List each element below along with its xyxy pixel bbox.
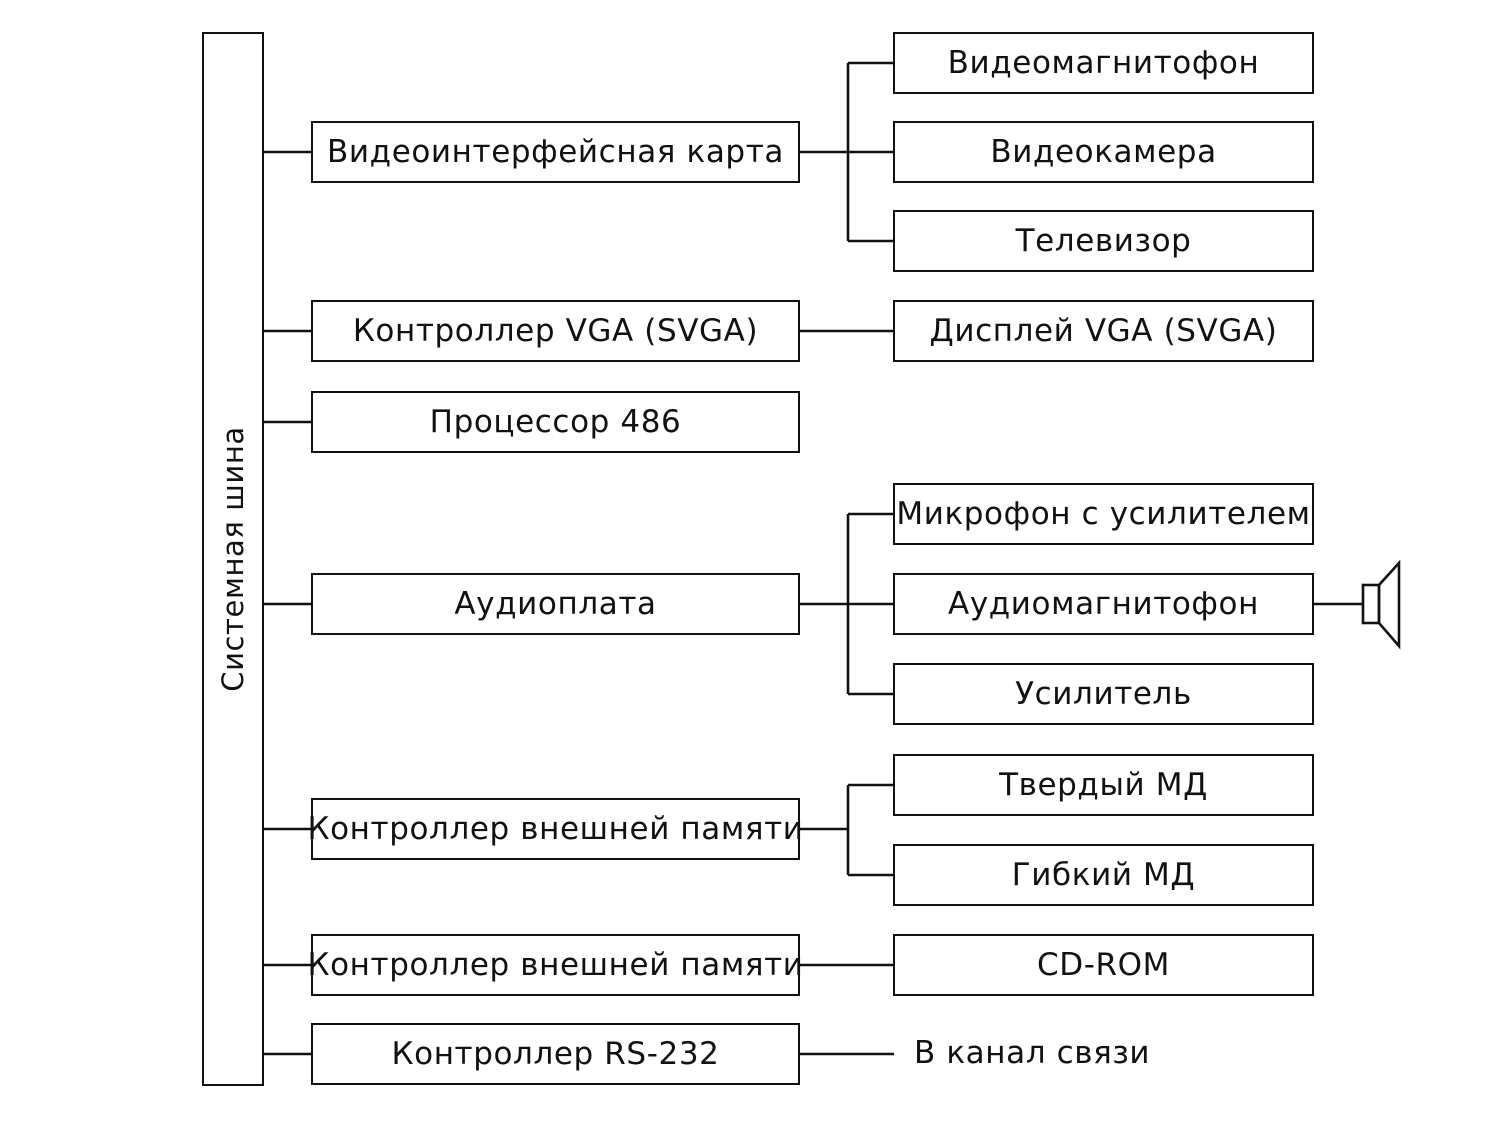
audio-card-box: Аудиоплата xyxy=(311,573,800,635)
system-bus-label: Системная шина xyxy=(216,426,250,692)
vcr-box: Видеомагнитофон xyxy=(893,32,1314,94)
tv-box: Телевизор xyxy=(893,210,1314,272)
vga-display-box: Дисплей VGA (SVGA) xyxy=(893,300,1314,362)
fdd-box: Гибкий МД xyxy=(893,844,1314,906)
video-card-box: Видеоинтерфейсная карта xyxy=(311,121,800,183)
hdd-box: Твердый МД xyxy=(893,754,1314,816)
ext-memory-controller-2-box: Контроллер внешней памяти xyxy=(308,934,803,996)
videocamera-box: Видеокамера xyxy=(893,121,1314,183)
system-bus: Системная шина xyxy=(202,32,264,1086)
channel-label: В канал связи xyxy=(914,1035,1151,1071)
cpu-box: Процессор 486 xyxy=(311,391,800,453)
microphone-box: Микрофон с усилителем xyxy=(893,483,1314,545)
rs232-controller-box: Контроллер RS-232 xyxy=(311,1023,800,1085)
vga-controller-box: Контроллер VGA (SVGA) xyxy=(311,300,800,362)
audio-recorder-box: Аудиомагнитофон xyxy=(893,573,1314,635)
speaker-icon xyxy=(1361,559,1401,650)
amplifier-box: Усилитель xyxy=(893,663,1314,725)
ext-memory-controller-1-box: Контроллер внешней памяти xyxy=(308,798,803,860)
cdrom-box: CD-ROM xyxy=(893,934,1314,996)
